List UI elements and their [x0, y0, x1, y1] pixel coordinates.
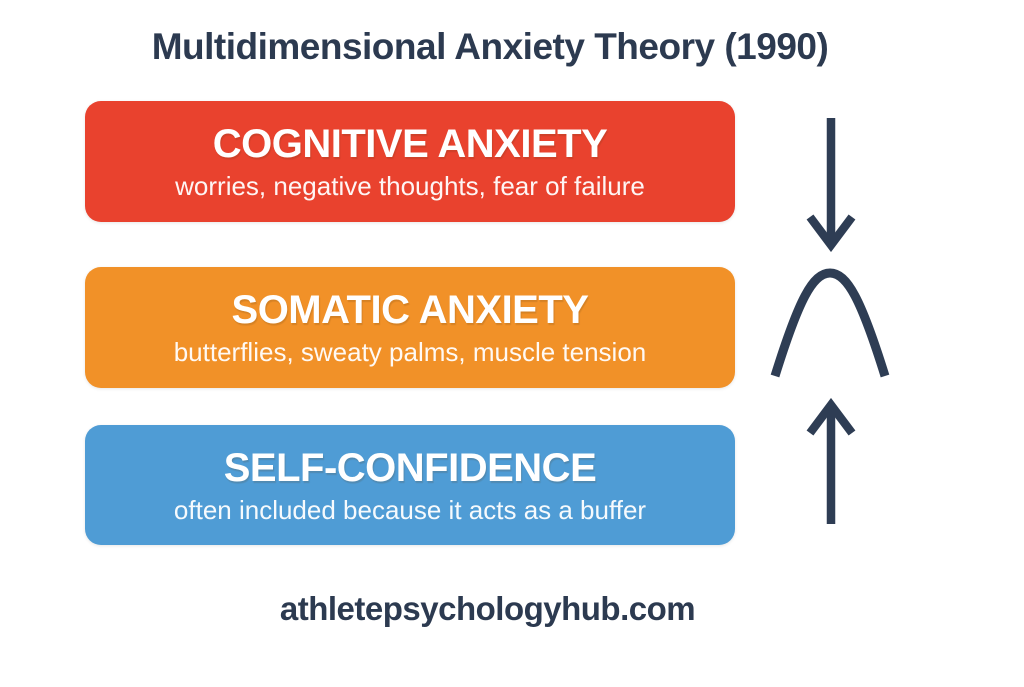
somatic-anxiety-heading: SOMATIC ANXIETY [231, 288, 589, 332]
self-confidence-description: often included because it acts as a buff… [173, 494, 647, 525]
self-confidence-heading: SELF-CONFIDENCE [223, 445, 597, 490]
cognitive-anxiety-box: COGNITIVE ANXIETY worries, negative thou… [85, 101, 735, 222]
self-confidence-box: SELF-CONFIDENCE often included because i… [85, 425, 735, 545]
cognitive-anxiety-description: worries, negative thoughts, fear of fail… [175, 171, 645, 201]
up-arrow-icon [806, 398, 856, 524]
page-title: Multidimensional Anxiety Theory (1990) [151, 26, 829, 67]
inverted-u-curve-icon [770, 268, 890, 378]
somatic-anxiety-box: SOMATIC ANXIETY butterflies, sweaty palm… [85, 267, 735, 388]
somatic-anxiety-description: butterflies, sweaty palms, muscle tensio… [173, 337, 647, 367]
down-arrow-icon [806, 118, 856, 252]
cognitive-anxiety-heading: COGNITIVE ANXIETY [212, 122, 608, 166]
website-footer: athletepsychologyhub.com [279, 590, 696, 627]
